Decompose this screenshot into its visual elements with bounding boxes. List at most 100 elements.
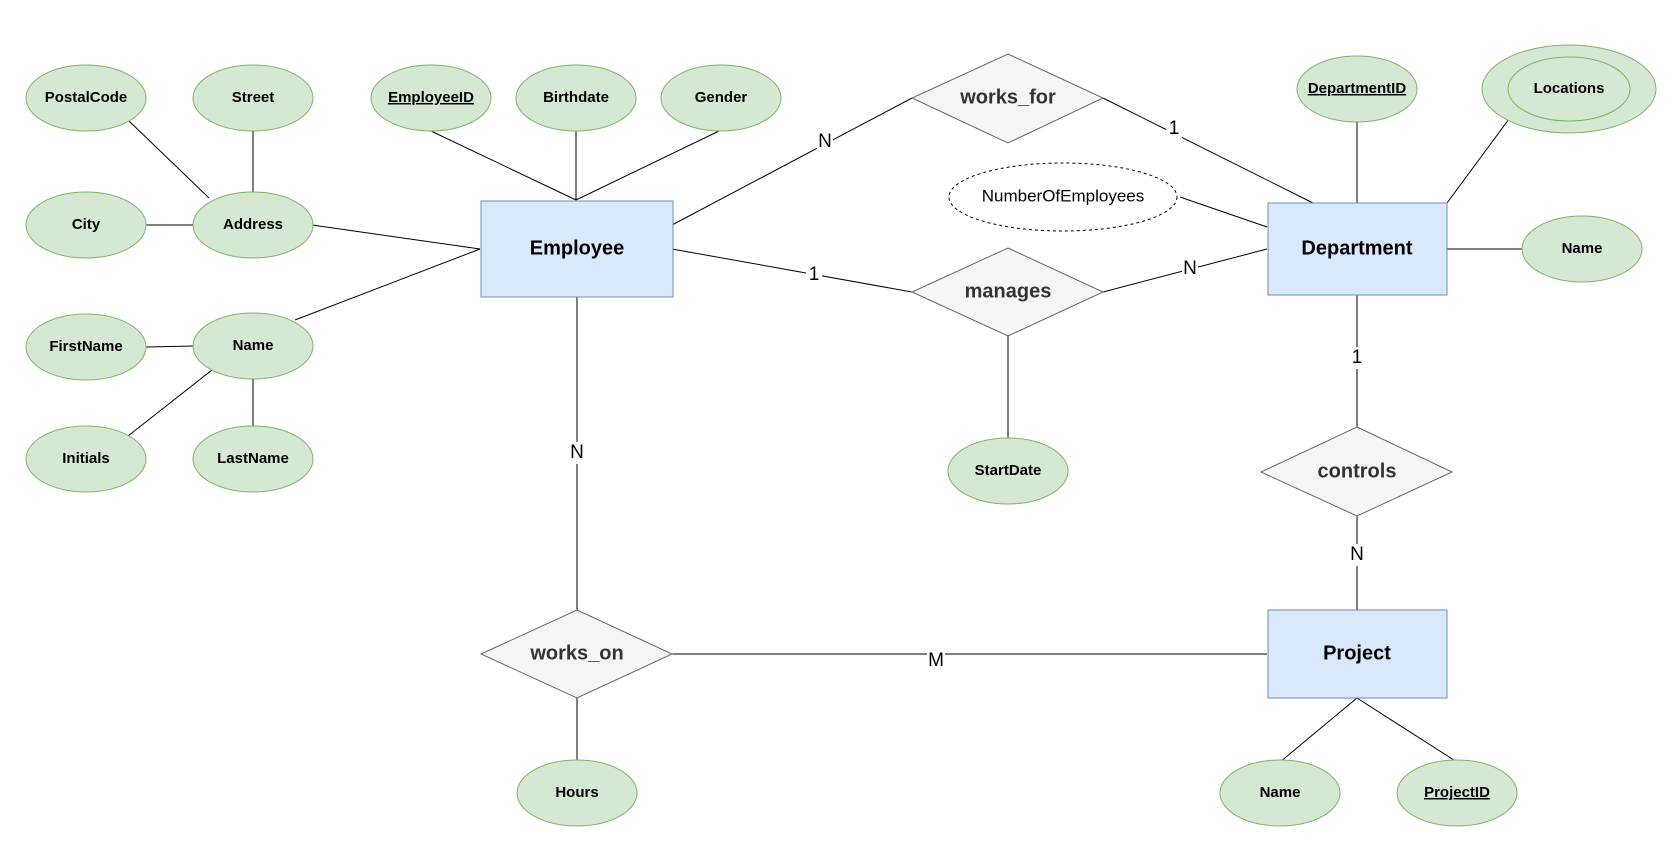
relationship-controls-diamond	[1259, 426, 1454, 517]
edge-locations-department	[1446, 118, 1510, 204]
attribute-birthdate-label: Birthdate	[543, 89, 609, 106]
cardinality-works-on-employee: N	[570, 442, 584, 463]
attribute-city-label: City	[72, 216, 101, 233]
attribute-postalcode[interactable]: PostalCode	[25, 64, 147, 132]
edge-name-employee	[294, 248, 481, 321]
edge-gender-employee	[575, 130, 720, 201]
attribute-birthdate-ellipse	[515, 64, 637, 132]
attribute-startdate-ellipse	[947, 437, 1069, 505]
edge-employeeid-employee	[430, 130, 577, 201]
attribute-initials-ellipse	[25, 425, 147, 493]
relationship-works-for[interactable]: works_for	[910, 53, 1105, 144]
attribute-project-name[interactable]: Name	[1219, 759, 1341, 827]
attribute-startdate[interactable]: StartDate	[947, 437, 1069, 505]
attribute-firstname-ellipse	[25, 313, 147, 381]
attribute-locations-inner-ellipse	[1507, 56, 1631, 122]
attribute-departmentid-label: DepartmentID	[1308, 80, 1407, 97]
attribute-address-ellipse	[192, 191, 314, 259]
relationship-works-on-label: works_on	[529, 642, 623, 664]
attribute-lastname-label: LastName	[217, 450, 289, 467]
cardinality-controls-department: 1	[1352, 347, 1363, 368]
attribute-address-label: Address	[223, 216, 283, 233]
attribute-employeeid[interactable]: EmployeeID	[370, 64, 492, 132]
edge-numemployees-department	[1179, 196, 1268, 228]
attribute-projectid[interactable]: ProjectID	[1396, 759, 1518, 827]
attribute-hours[interactable]: Hours	[516, 759, 638, 827]
edge-address-employee	[311, 224, 481, 250]
attribute-birthdate[interactable]: Birthdate	[515, 64, 637, 132]
cardinality-controls-project: N	[1350, 544, 1364, 565]
attribute-hours-ellipse	[516, 759, 638, 827]
cardinality-labels: N 1 1 N 1 N N M	[569, 118, 1365, 671]
attribute-firstname-label: FirstName	[49, 338, 122, 355]
attribute-numberofemployees-ellipse	[948, 162, 1178, 232]
attribute-departmentid-ellipse	[1296, 55, 1418, 123]
relationship-works-on[interactable]: works_on	[479, 609, 674, 699]
cardinality-bg	[1349, 347, 1365, 369]
attribute-city[interactable]: City	[25, 191, 147, 259]
attribute-initials[interactable]: Initials	[25, 425, 147, 493]
attribute-name[interactable]: Name	[192, 312, 314, 380]
attribute-employeeid-label: EmployeeID	[388, 89, 474, 106]
attribute-department-name[interactable]: Name	[1521, 215, 1643, 283]
attribute-projectid-label: ProjectID	[1424, 784, 1490, 801]
entity-employee[interactable]: Employee	[480, 200, 674, 298]
attribute-firstname[interactable]: FirstName	[25, 313, 147, 381]
relationship-manages[interactable]: manages	[910, 247, 1105, 337]
edge-works-for-department	[1102, 97, 1314, 204]
edge-employee-works-for	[671, 97, 913, 226]
cardinality-works-on-project: M	[928, 650, 944, 671]
attribute-departmentid[interactable]: DepartmentID	[1296, 55, 1418, 123]
entity-employee-label: Employee	[530, 237, 624, 259]
attribute-project-name-ellipse	[1219, 759, 1341, 827]
attribute-name-ellipse	[192, 312, 314, 380]
cardinality-works-for-employee: N	[818, 131, 832, 152]
entity-project-label: Project	[1323, 642, 1391, 664]
cardinality-works-for-department: 1	[1169, 118, 1180, 139]
entity-project[interactable]: Project	[1267, 609, 1448, 699]
attribute-hours-label: Hours	[555, 784, 598, 801]
attribute-numberofemployees-label: NumberOfEmployees	[982, 186, 1145, 205]
relationship-works-for-diamond	[910, 53, 1105, 144]
cardinality-manages-employee: 1	[809, 264, 820, 285]
relationship-manages-label: manages	[965, 280, 1052, 302]
relationship-manages-diamond	[910, 247, 1105, 337]
attribute-numberofemployees[interactable]: NumberOfEmployees	[948, 162, 1178, 232]
attribute-locations-label: Locations	[1534, 80, 1605, 97]
attribute-lastname[interactable]: LastName	[192, 425, 314, 493]
relationship-controls-label: controls	[1318, 460, 1397, 482]
attribute-street[interactable]: Street	[192, 64, 314, 132]
edge-project-projectid	[1356, 697, 1458, 763]
edge-project-name	[1279, 697, 1358, 763]
attribute-address[interactable]: Address	[192, 191, 314, 259]
edge-initials-name	[127, 369, 213, 437]
attribute-locations[interactable]: Locations	[1481, 44, 1657, 134]
attribute-projectid-ellipse	[1396, 759, 1518, 827]
attribute-city-ellipse	[25, 191, 147, 259]
attribute-postalcode-ellipse	[25, 64, 147, 132]
relationship-controls[interactable]: controls	[1259, 426, 1454, 517]
cardinality-bg	[569, 442, 585, 464]
attribute-department-name-ellipse	[1521, 215, 1643, 283]
cardinality-bg	[806, 264, 822, 286]
attribute-initials-label: Initials	[62, 450, 110, 467]
attribute-gender[interactable]: Gender	[660, 64, 782, 132]
cardinality-bg	[1166, 118, 1182, 140]
attribute-startdate-label: StartDate	[975, 462, 1042, 479]
attribute-employeeid-ellipse	[370, 64, 492, 132]
relationship-works-for-label: works_for	[959, 86, 1056, 108]
entity-employee-box	[480, 200, 674, 298]
cardinality-bg	[1349, 544, 1365, 566]
attribute-postalcode-label: PostalCode	[45, 89, 128, 106]
relationship-works-on-diamond	[479, 609, 674, 699]
entity-department-label: Department	[1301, 237, 1412, 259]
edges	[127, 97, 1523, 763]
cardinality-bg	[817, 130, 833, 152]
entity-department[interactable]: Department	[1267, 202, 1448, 296]
attribute-department-name-label: Name	[1562, 240, 1603, 257]
cardinality-manages-department: N	[1183, 258, 1197, 279]
attribute-project-name-label: Name	[1260, 784, 1301, 801]
entity-project-box	[1267, 609, 1448, 699]
